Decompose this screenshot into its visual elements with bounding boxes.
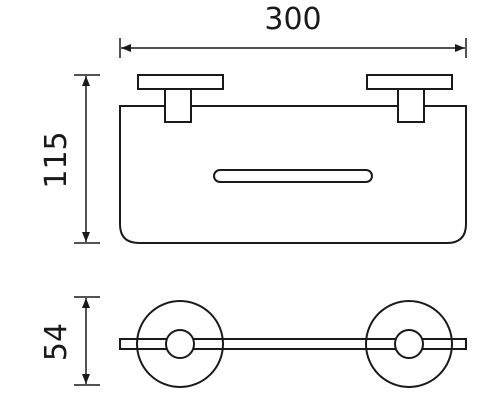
top-view	[119, 300, 467, 388]
width-dimension-label: 300	[264, 2, 321, 37]
height-dimension-label: 115	[39, 131, 74, 188]
height-dimension: 115	[39, 74, 100, 244]
shelf-edge	[119, 338, 467, 350]
depth-dimension-label: 54	[39, 323, 74, 361]
depth-dimension: 54	[39, 296, 100, 386]
left-wall-plate	[137, 74, 224, 90]
right-wall-plate	[366, 74, 453, 90]
right-rosette-outer	[365, 300, 453, 388]
left-rosette-inner	[165, 329, 195, 359]
right-rosette-inner	[394, 329, 424, 359]
left-bracket-stem	[164, 87, 192, 123]
drain-slot	[213, 169, 373, 183]
width-dimension: 300	[119, 2, 467, 58]
right-bracket-stem	[397, 87, 425, 123]
front-view	[119, 74, 467, 244]
left-rosette-outer	[136, 300, 224, 388]
